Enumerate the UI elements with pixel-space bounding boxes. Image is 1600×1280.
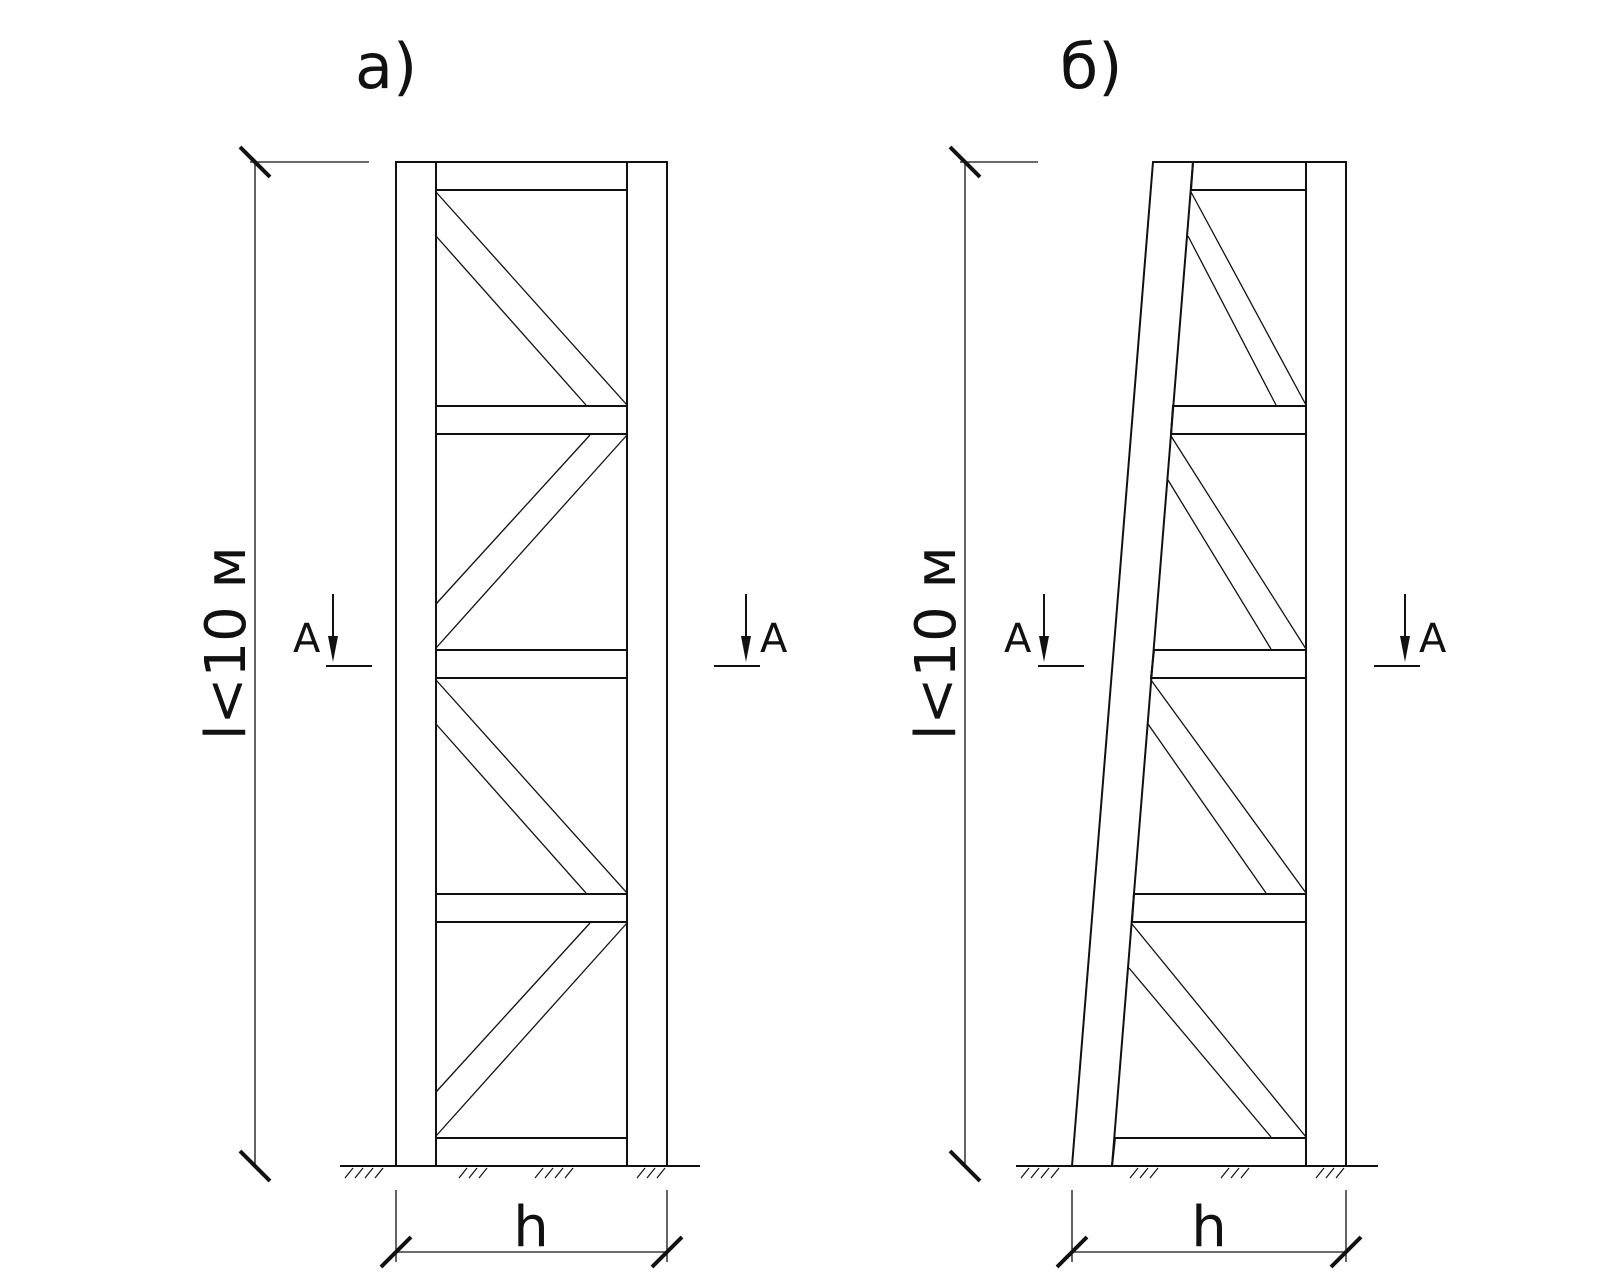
panel-b-height-label: l<10 м xyxy=(904,546,969,740)
panel-b-section-marker-right: A xyxy=(1374,594,1447,667)
panel-a-section-right-label: A xyxy=(760,616,788,662)
panel-b-section-right-label: A xyxy=(1419,616,1447,662)
panel-a-width-dimension: h xyxy=(379,1190,684,1269)
panel-a-section-left-label: A xyxy=(293,616,321,662)
panel-a-ground-hatch xyxy=(344,1167,666,1179)
panel-a-diagonal-3 xyxy=(435,679,628,894)
panel-a-strut-3 xyxy=(435,649,628,679)
panel-a-strut-4 xyxy=(435,893,628,923)
panel-b-height-dimension: l<10 м xyxy=(904,145,1038,1183)
panel-a-right-chord xyxy=(626,161,668,1167)
panel-b-strut-5 xyxy=(1110,1137,1307,1167)
panel-b-section-left-label: A xyxy=(1004,616,1032,662)
panel-a-section-marker-right: A xyxy=(714,594,788,667)
panel-b-strut-3 xyxy=(1149,649,1307,679)
panel-a-arrow-left-icon xyxy=(328,636,338,662)
panel-b-ground-hatch xyxy=(1020,1167,1345,1179)
panel-b-diagonals xyxy=(1128,191,1307,1138)
panel-a-section-marker-left: A xyxy=(293,594,372,667)
panel-b-arrow-right-icon xyxy=(1400,636,1410,662)
panel-a-label: а) xyxy=(355,30,417,103)
panel-a-strut-1 xyxy=(435,161,628,191)
panel-b-strut-2 xyxy=(1169,405,1307,435)
panel-a-diagonals xyxy=(435,191,628,1137)
panel-b-ground xyxy=(1016,1165,1378,1179)
panel-b-right-chord xyxy=(1305,161,1347,1167)
panel-b-strut-4 xyxy=(1130,893,1307,923)
panel-b-width-label: h xyxy=(1191,1195,1227,1260)
panel-a-width-label: h xyxy=(513,1195,549,1260)
panel-a-strut-2 xyxy=(435,405,628,435)
panel-a-height-label: l<10 м xyxy=(194,546,259,740)
panel-b-strut-1 xyxy=(1189,161,1307,191)
panel-b-width-dimension: h xyxy=(1055,1190,1363,1269)
panel-b-arrow-left-icon xyxy=(1039,636,1049,662)
panel-b-diagonal-2 xyxy=(1170,435,1307,650)
panel-a-struts xyxy=(435,161,628,1167)
panel-b-section-marker-left: A xyxy=(1004,594,1084,667)
panel-a: а) xyxy=(194,30,788,1269)
panel-b-diagonal-4 xyxy=(1131,923,1307,1138)
panel-b: б) xyxy=(904,30,1447,1269)
panel-a-strut-5 xyxy=(435,1137,628,1167)
panel-b-diagonal-3 xyxy=(1150,679,1307,894)
panel-a-arrow-right-icon xyxy=(741,636,751,662)
panel-a-diagonal-4 xyxy=(435,922,591,1093)
panel-a-diagonal-1 xyxy=(435,191,628,406)
panel-b-label: б) xyxy=(1060,30,1122,103)
panel-b-left-chord xyxy=(1070,161,1195,1167)
panel-a-left-chord xyxy=(395,161,437,1167)
panel-a-diagonal-2 xyxy=(435,434,591,605)
panel-a-height-dimension: l<10 м xyxy=(194,145,369,1183)
panel-a-ground xyxy=(340,1165,700,1179)
panel-b-diagonal-1 xyxy=(1190,191,1307,406)
